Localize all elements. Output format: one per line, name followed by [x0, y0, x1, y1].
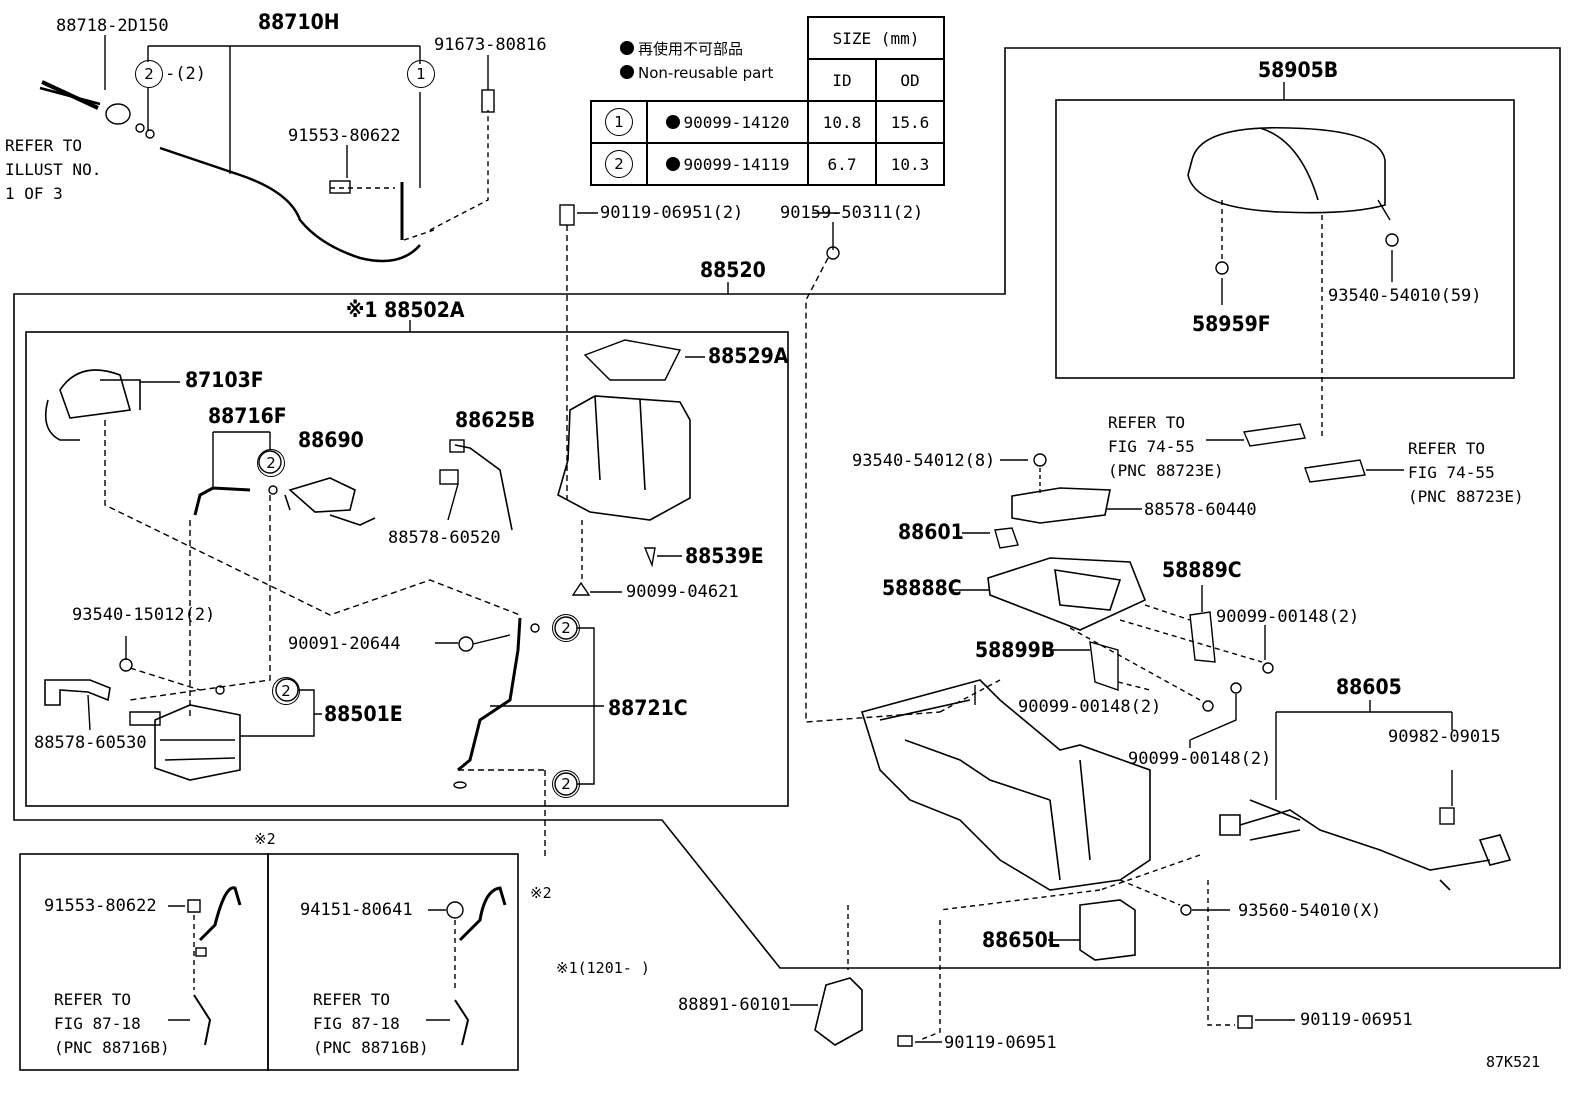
label-58959f: 58959F — [1192, 312, 1271, 336]
label-box-91553: 91553-80622 — [44, 896, 157, 916]
label-88605: 88605 — [1336, 675, 1402, 699]
callout-2: 2 — [552, 614, 580, 642]
label-91553-top: 91553-80622 — [288, 126, 401, 146]
col-od: OD — [875, 58, 945, 102]
callout-2: 2 — [135, 60, 163, 88]
callout-2: 2 — [257, 449, 285, 477]
label-88539e: 88539E — [685, 544, 764, 568]
filled-dot-icon — [665, 114, 680, 129]
part-87103f — [44, 369, 141, 441]
part-58888c — [987, 557, 1147, 631]
label-90982: 90982-09015 — [1388, 727, 1501, 747]
part-88690 — [284, 477, 376, 526]
label-88718: 88718-2D150 — [56, 16, 169, 36]
label-90119-right: 90119-06951 — [1300, 1010, 1413, 1030]
refer-fig-87-18-a: REFER TO FIG 87-18 (PNC 88716B) — [54, 990, 170, 1057]
part-88578-60440 — [1011, 487, 1111, 524]
size-header: SIZE (mm) — [807, 16, 945, 60]
label-90119-top: 90119-06951(2) — [600, 203, 744, 223]
label-91673: 91673-80816 — [434, 35, 547, 55]
label-88578-60440: 88578-60440 — [1144, 500, 1257, 520]
ref-circle: 2 — [605, 150, 633, 178]
label-88529a: 88529A — [708, 344, 789, 368]
table-row: 1 90099-14120 10.8 15.6 — [590, 100, 945, 144]
label-90099-00148-b: 90099-00148(2) — [1018, 697, 1162, 717]
od-value: 15.6 — [875, 100, 945, 144]
note-1: ※1(1201- ) — [556, 959, 650, 977]
label-88710h: 88710H — [258, 10, 340, 34]
label-90091: 90091-20644 — [288, 634, 401, 654]
size-table: SIZE (mm) ID OD 1 90099-14120 10.8 15.6 … — [590, 16, 945, 186]
label-58889c: 58889C — [1162, 558, 1242, 582]
label-90099-00148-c: 90099-00148(2) — [1128, 749, 1272, 769]
part-number: 90099-14120 — [683, 112, 790, 132]
label-90099-00148-a: 90099-00148(2) — [1216, 607, 1360, 627]
diagram-code: 87K521 — [1486, 1053, 1541, 1071]
label-58899b: 58899B — [975, 638, 1056, 662]
part-88605 — [1219, 799, 1512, 891]
label-58888c: 58888C — [882, 576, 962, 600]
label-87103f: 87103F — [185, 368, 264, 392]
label-c2-qty: -(2) — [165, 64, 206, 84]
refer-illust: REFER TO ILLUST NO. 1 OF 3 — [5, 136, 102, 203]
legend-jp: 再使用不可部品 — [620, 38, 743, 59]
label-90159: 90159-50311(2) — [780, 203, 924, 223]
part-console-body — [860, 679, 1151, 891]
refer-fig-74-55-a: REFER TO FIG 74-55 (PNC 88723E) — [1108, 413, 1224, 480]
label-88721c: 88721C — [608, 696, 688, 720]
part-88529a — [583, 339, 682, 381]
label-88891: 88891-60101 — [678, 995, 791, 1015]
label-90099-04621: 90099-04621 — [626, 582, 739, 602]
label-88501e: 88501E — [324, 702, 403, 726]
callout-2: 2 — [272, 677, 300, 705]
label-88716f: 88716F — [208, 404, 287, 428]
part-58905b — [1187, 126, 1386, 214]
part-88891 — [814, 977, 863, 1046]
label-93560: 93560-54010(X) — [1238, 901, 1382, 921]
id-value: 6.7 — [807, 142, 877, 186]
filled-dot-icon — [620, 65, 634, 79]
table-row: 2 90099-14119 6.7 10.3 — [590, 142, 945, 186]
callout-2: 2 — [552, 770, 580, 798]
legend-en-text: Non-reusable part — [638, 64, 774, 82]
label-58905b: 58905B — [1258, 58, 1339, 82]
main-frame — [13, 47, 1561, 969]
od-value: 10.3 — [875, 142, 945, 186]
detail-box-right — [267, 853, 519, 1071]
filled-dot-icon — [620, 41, 634, 55]
filled-dot-icon — [665, 156, 680, 171]
legend-jp-text: 再使用不可部品 — [638, 40, 744, 58]
callout-1: 1 — [407, 60, 435, 88]
part-88501e — [154, 704, 241, 781]
label-93540-54010: 93540-54010(59) — [1328, 286, 1482, 306]
label-88625b: 88625B — [455, 408, 536, 432]
label-88502a: ※1 88502A — [346, 298, 465, 322]
note-2-header: ※2 — [254, 830, 276, 848]
label-88690: 88690 — [298, 428, 364, 452]
part-88650l — [1079, 899, 1136, 961]
part-number: 90099-14119 — [683, 154, 790, 174]
label-93540-54012: 93540-54012(8) — [852, 451, 996, 471]
part-88578-60530 — [44, 679, 111, 706]
label-90119-bottom: 90119-06951 — [944, 1033, 1057, 1053]
armrest-box — [1055, 99, 1515, 379]
sub-frame-88502a — [25, 331, 789, 807]
refer-fig-74-55-b: REFER TO FIG 74-55 (PNC 88723E) — [1408, 439, 1524, 506]
legend-en: Non-reusable part — [620, 64, 773, 82]
label-88578-60530: 88578-60530 — [34, 733, 147, 753]
part-88520 — [557, 395, 691, 521]
label-88650l: 88650L — [982, 928, 1060, 952]
label-88601: 88601 — [898, 520, 964, 544]
ref-circle: 1 — [605, 108, 633, 136]
col-id: ID — [807, 58, 877, 102]
id-value: 10.8 — [807, 100, 877, 144]
label-88520: 88520 — [700, 258, 766, 282]
refer-fig-87-18-b: REFER TO FIG 87-18 (PNC 88716B) — [313, 990, 429, 1057]
note-2-marker: ※2 — [530, 884, 552, 902]
label-box-94151: 94151-80641 — [300, 900, 413, 920]
label-93540-15012: 93540-15012(2) — [72, 605, 216, 625]
label-88578-60520: 88578-60520 — [388, 528, 501, 548]
